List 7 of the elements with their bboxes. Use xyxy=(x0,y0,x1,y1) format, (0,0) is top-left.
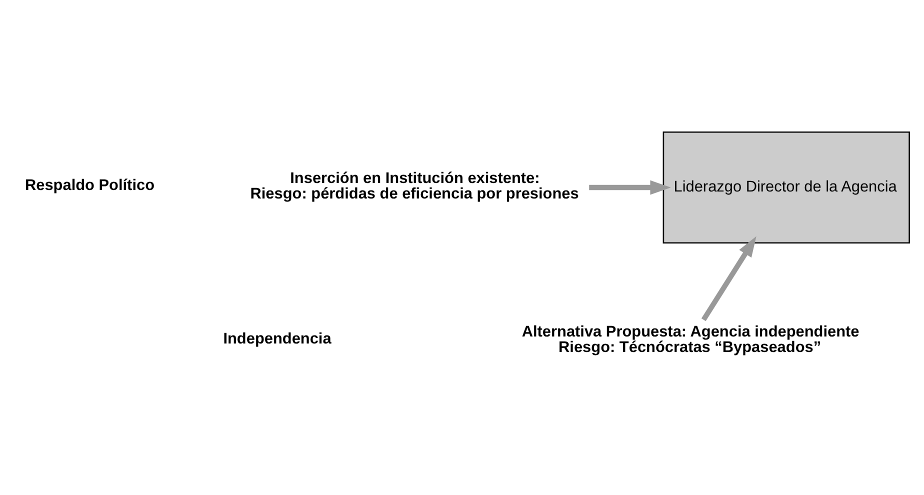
node-text: Alternativa Propuesta: Agencia independiente Riesgo: Técnócratas “Bypaseados” xyxy=(522,322,860,356)
label: Independencia xyxy=(223,330,332,347)
arrow xyxy=(589,180,671,194)
node-text: Inserción en Institución existente: Riesgo: pérdidas de eficiencia por presiones xyxy=(250,170,579,202)
arrow xyxy=(701,236,756,321)
label: Respaldo Político xyxy=(24,176,155,194)
node-box: Liderazgo Director de la Agencia xyxy=(662,131,910,243)
